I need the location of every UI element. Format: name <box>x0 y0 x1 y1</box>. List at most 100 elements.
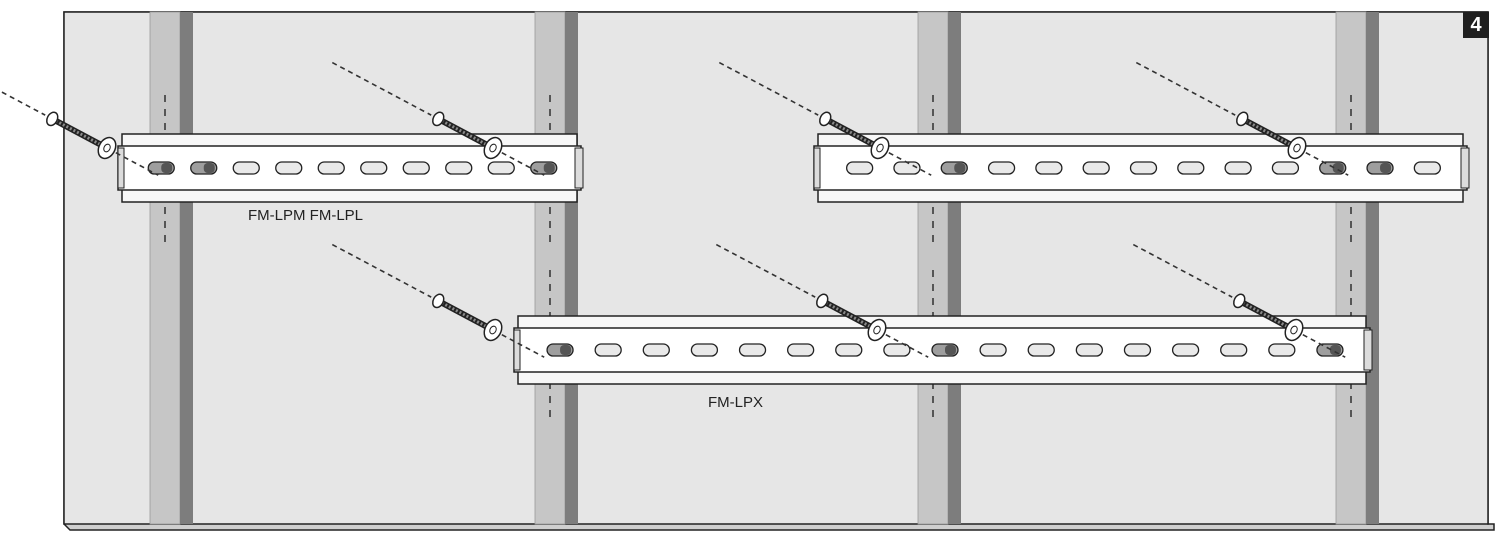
screw-thread <box>1238 299 1290 329</box>
upper-rail-model-label: FM-LPM FM-LPL <box>248 207 364 224</box>
screw-head <box>819 111 832 127</box>
rail-end-cap <box>1363 329 1373 371</box>
rail-slot <box>738 343 767 357</box>
rail-slot <box>1129 161 1158 175</box>
stud-face <box>1335 11 1367 525</box>
stud-side <box>948 12 961 524</box>
screw-thread <box>51 117 103 147</box>
rail-slot-shadow <box>1380 163 1392 173</box>
rail-slot <box>1268 343 1296 357</box>
screw-head <box>432 111 445 127</box>
stud-side <box>565 12 578 524</box>
rail-slot <box>979 343 1007 357</box>
screw-path-line <box>1302 333 1346 358</box>
upper-left-rail <box>117 133 584 203</box>
screw-thread <box>1241 117 1293 147</box>
screw-path-line <box>0 90 46 116</box>
screw-path-line <box>331 243 432 298</box>
rail-slot <box>594 343 622 357</box>
lag-screw <box>715 243 929 358</box>
rail-slot <box>987 161 1016 175</box>
rail-slot <box>883 343 911 357</box>
screw-thread <box>437 299 489 329</box>
rail-slot <box>275 161 303 175</box>
stud-face <box>917 11 949 525</box>
washer-hole <box>876 143 884 153</box>
rail-slot-shadow <box>203 163 215 173</box>
stud-face <box>534 11 566 525</box>
screw-path-line <box>888 151 932 176</box>
screw-path-line <box>331 61 432 116</box>
rail-end-cap <box>513 329 521 371</box>
washer-hole <box>103 143 111 153</box>
rail-slot <box>1171 343 1200 357</box>
screw-path-line <box>1135 61 1236 116</box>
rail-slot <box>402 161 430 175</box>
washer-hole <box>1290 325 1298 335</box>
rail-slot <box>232 161 260 175</box>
screw-path-line <box>885 333 929 358</box>
rail-slot <box>835 343 863 357</box>
screw-path-line <box>715 243 816 298</box>
lag-screw <box>0 90 159 176</box>
wall-stud <box>149 11 193 525</box>
lag-screw <box>1135 61 1349 176</box>
washer-hole <box>1293 143 1301 153</box>
lower-rail-model-label: FM-LPX <box>708 394 764 411</box>
rail-slot <box>642 343 670 357</box>
rail-slot <box>1123 343 1152 357</box>
rail-slot-shadow <box>161 163 173 173</box>
washer-hole <box>489 143 497 153</box>
rail-slot <box>1271 161 1300 175</box>
rail-slot <box>445 161 473 175</box>
rail-slot <box>1177 161 1205 175</box>
rail-slot-shadow <box>954 163 966 173</box>
rail-slot <box>1035 161 1063 175</box>
step-number-badge: 4 <box>1463 12 1489 38</box>
screw-thread <box>821 299 873 329</box>
rail-slot <box>1224 161 1252 175</box>
stud-face <box>149 11 181 525</box>
screw-head <box>46 111 59 127</box>
rail-slot <box>786 343 815 357</box>
screw-thread <box>824 117 876 147</box>
screw-path-line <box>1132 243 1233 298</box>
rail-slot <box>1075 343 1104 357</box>
screw-path-line <box>1305 151 1349 176</box>
rail-end-cap <box>117 147 125 189</box>
screw-path-line <box>501 151 545 176</box>
screw-head <box>816 293 829 309</box>
rail-slot <box>1413 161 1441 175</box>
rail-slot <box>317 161 345 175</box>
wall-stud <box>1335 11 1379 525</box>
rail-slot-shadow <box>560 345 572 355</box>
rail-end-cap <box>1460 147 1470 189</box>
screw-head <box>1236 111 1249 127</box>
stud-side <box>1366 12 1379 524</box>
lag-screw <box>718 61 932 176</box>
stud-side <box>180 12 193 524</box>
lag-screw <box>1132 243 1346 358</box>
screw-head <box>432 293 445 309</box>
rail-slot <box>1027 343 1055 357</box>
rail-slot-shadow <box>945 345 956 355</box>
wall-panel <box>63 11 1489 525</box>
rail-slot-shadow <box>1329 345 1341 355</box>
rail-slot <box>1082 161 1110 175</box>
rail-slot <box>360 161 388 175</box>
lower-rail <box>513 315 1373 385</box>
upper-right-rail <box>813 133 1470 203</box>
lag-screw <box>331 243 545 358</box>
screw-thread <box>437 117 489 147</box>
rail-end-cap <box>574 147 584 189</box>
rail-slot <box>690 343 719 357</box>
wall-stud <box>917 11 961 525</box>
screw-path-line <box>501 333 545 358</box>
washer-hole <box>489 325 497 335</box>
screw-path-line <box>115 151 159 176</box>
rail-slot-shadow <box>543 163 555 173</box>
rail-slot <box>487 161 515 175</box>
rail-slot <box>1220 343 1248 357</box>
screw-path-line <box>718 61 819 116</box>
